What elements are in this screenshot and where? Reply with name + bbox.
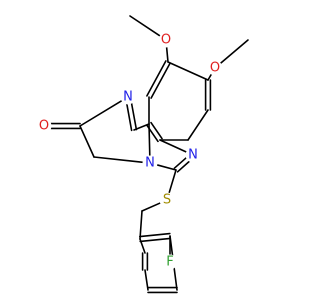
bond-c13-c11-single <box>139 238 146 254</box>
bond-c5a-n6-single <box>159 139 188 153</box>
bond-n6-c5-double-b <box>176 160 191 173</box>
bond-c9-c8-single <box>167 61 209 81</box>
bond-n4-c10a-single <box>148 123 151 157</box>
bond-n6-c5-double-a <box>173 157 187 169</box>
bond-c5-n4-single <box>156 164 177 171</box>
bond-layer <box>50 15 249 294</box>
atom-background-o-methoxy-right <box>207 60 223 76</box>
bond-c3-n4-single <box>93 156 144 164</box>
atom-label-f-fluoro: F <box>166 255 173 270</box>
molecule-structure-diagram: O O O N N N S F <box>36 15 249 294</box>
atom-background-n-bridge <box>142 155 158 171</box>
atom-background-o-carbonyl <box>36 118 52 134</box>
bond-c9-c10-double-a <box>146 60 167 97</box>
bond-c2-c3-single <box>79 125 95 158</box>
atom-background-s-thioether <box>159 192 175 208</box>
bond-c11-c12-double-a <box>139 237 171 243</box>
bond-c1a-n1-double-b <box>126 103 133 132</box>
bond-c5-s1-single <box>168 169 177 195</box>
bond-me1-o1-single <box>129 15 161 37</box>
bond-o1-c9-single <box>165 46 169 63</box>
bond-c9-c10-double-b <box>150 62 171 99</box>
atom-background-n-quinazoline <box>185 147 201 163</box>
bond-ch2-c11-single <box>139 210 143 240</box>
atom-label-s-thioether: S <box>163 193 171 208</box>
atom-label-n-bridge: N <box>145 156 155 171</box>
bond-o2-me2-single <box>219 39 249 65</box>
atom-label-n-quinazoline: N <box>188 148 198 163</box>
bond-c1a-n1-double-a <box>130 102 138 131</box>
atom-label-n-imidazole: N <box>123 90 133 105</box>
atom-label-o-carbonyl: O <box>39 119 49 134</box>
bond-c8-o2-single <box>207 73 213 81</box>
atom-background-f-fluoro <box>162 254 178 270</box>
atom-background-o-methoxy-top <box>158 32 174 48</box>
bond-c7-c6-single <box>187 109 209 141</box>
bond-c10a-c5a-double-b <box>150 121 163 140</box>
bond-n1-c2-single <box>79 99 123 127</box>
bond-c11-c12-double-b <box>139 232 171 238</box>
atom-label-layer: O O O N N N S F <box>36 32 223 270</box>
atom-background-n-imidazole <box>120 89 136 105</box>
bond-c16-c14-single <box>144 269 149 291</box>
bond-s1-ch2-single <box>141 202 162 212</box>
atom-label-o-methoxy-right: O <box>210 61 220 76</box>
atom-label-o-methoxy-top: O <box>161 33 171 48</box>
